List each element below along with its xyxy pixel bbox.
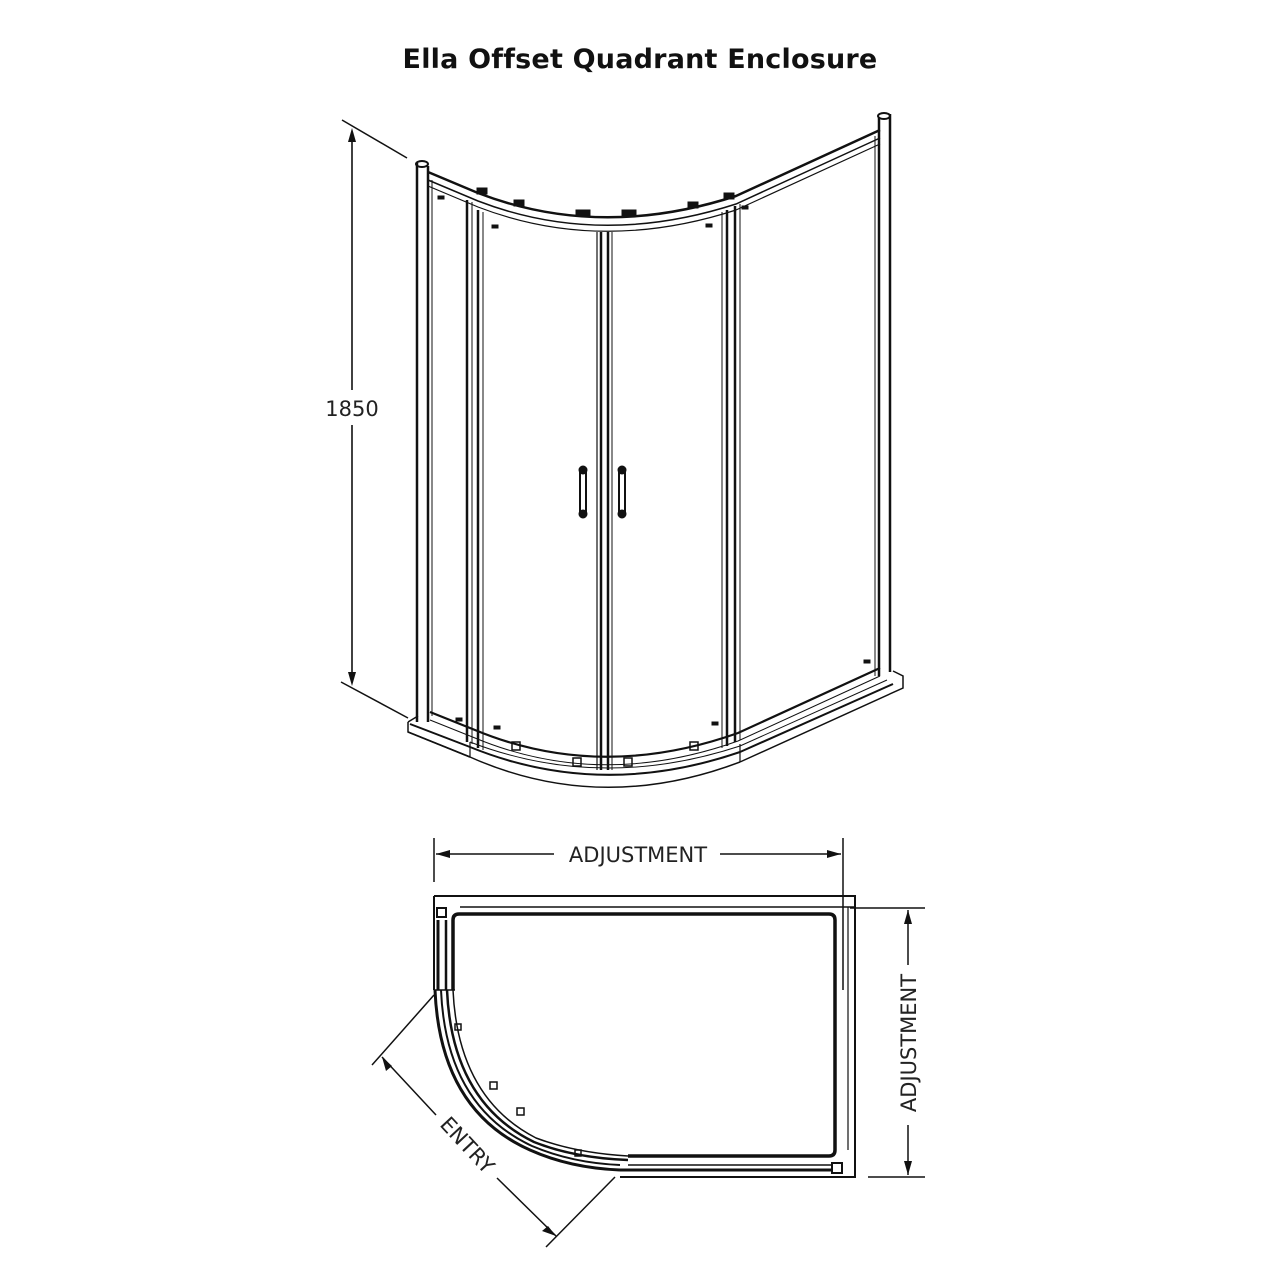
width-dimension: ADJUSTMENT xyxy=(433,838,844,990)
left-fixed-panel xyxy=(437,195,473,744)
height-dimension-label: 1850 xyxy=(325,397,378,421)
plan-view: ADJUSTMENT ADJUSTMENT ENTRY xyxy=(371,838,925,1248)
diagram-title: Ella Offset Quadrant Enclosure xyxy=(402,44,878,75)
right-wall-post xyxy=(874,112,892,676)
tray-outline xyxy=(433,895,856,1178)
left-sliding-door xyxy=(476,210,603,770)
elevation-view: 1850 xyxy=(325,112,904,789)
height-dimension: 1850 xyxy=(325,119,409,719)
top-rail xyxy=(427,128,881,232)
door-handles xyxy=(578,465,627,519)
left-wall-post xyxy=(415,160,433,722)
right-door-handle-icon xyxy=(617,465,627,519)
shower-tray xyxy=(407,666,904,789)
right-sliding-door xyxy=(606,210,729,770)
curved-door-track xyxy=(433,907,843,1174)
entry-dimension-label: ENTRY xyxy=(435,1112,499,1178)
inner-tray xyxy=(451,912,837,1158)
depth-dimension-label: ADJUSTMENT xyxy=(897,974,921,1112)
left-door-handle-icon xyxy=(578,465,588,519)
width-dimension-label: ADJUSTMENT xyxy=(569,843,707,867)
right-fixed-panel xyxy=(733,204,871,742)
depth-dimension: ADJUSTMENT xyxy=(850,907,925,1178)
